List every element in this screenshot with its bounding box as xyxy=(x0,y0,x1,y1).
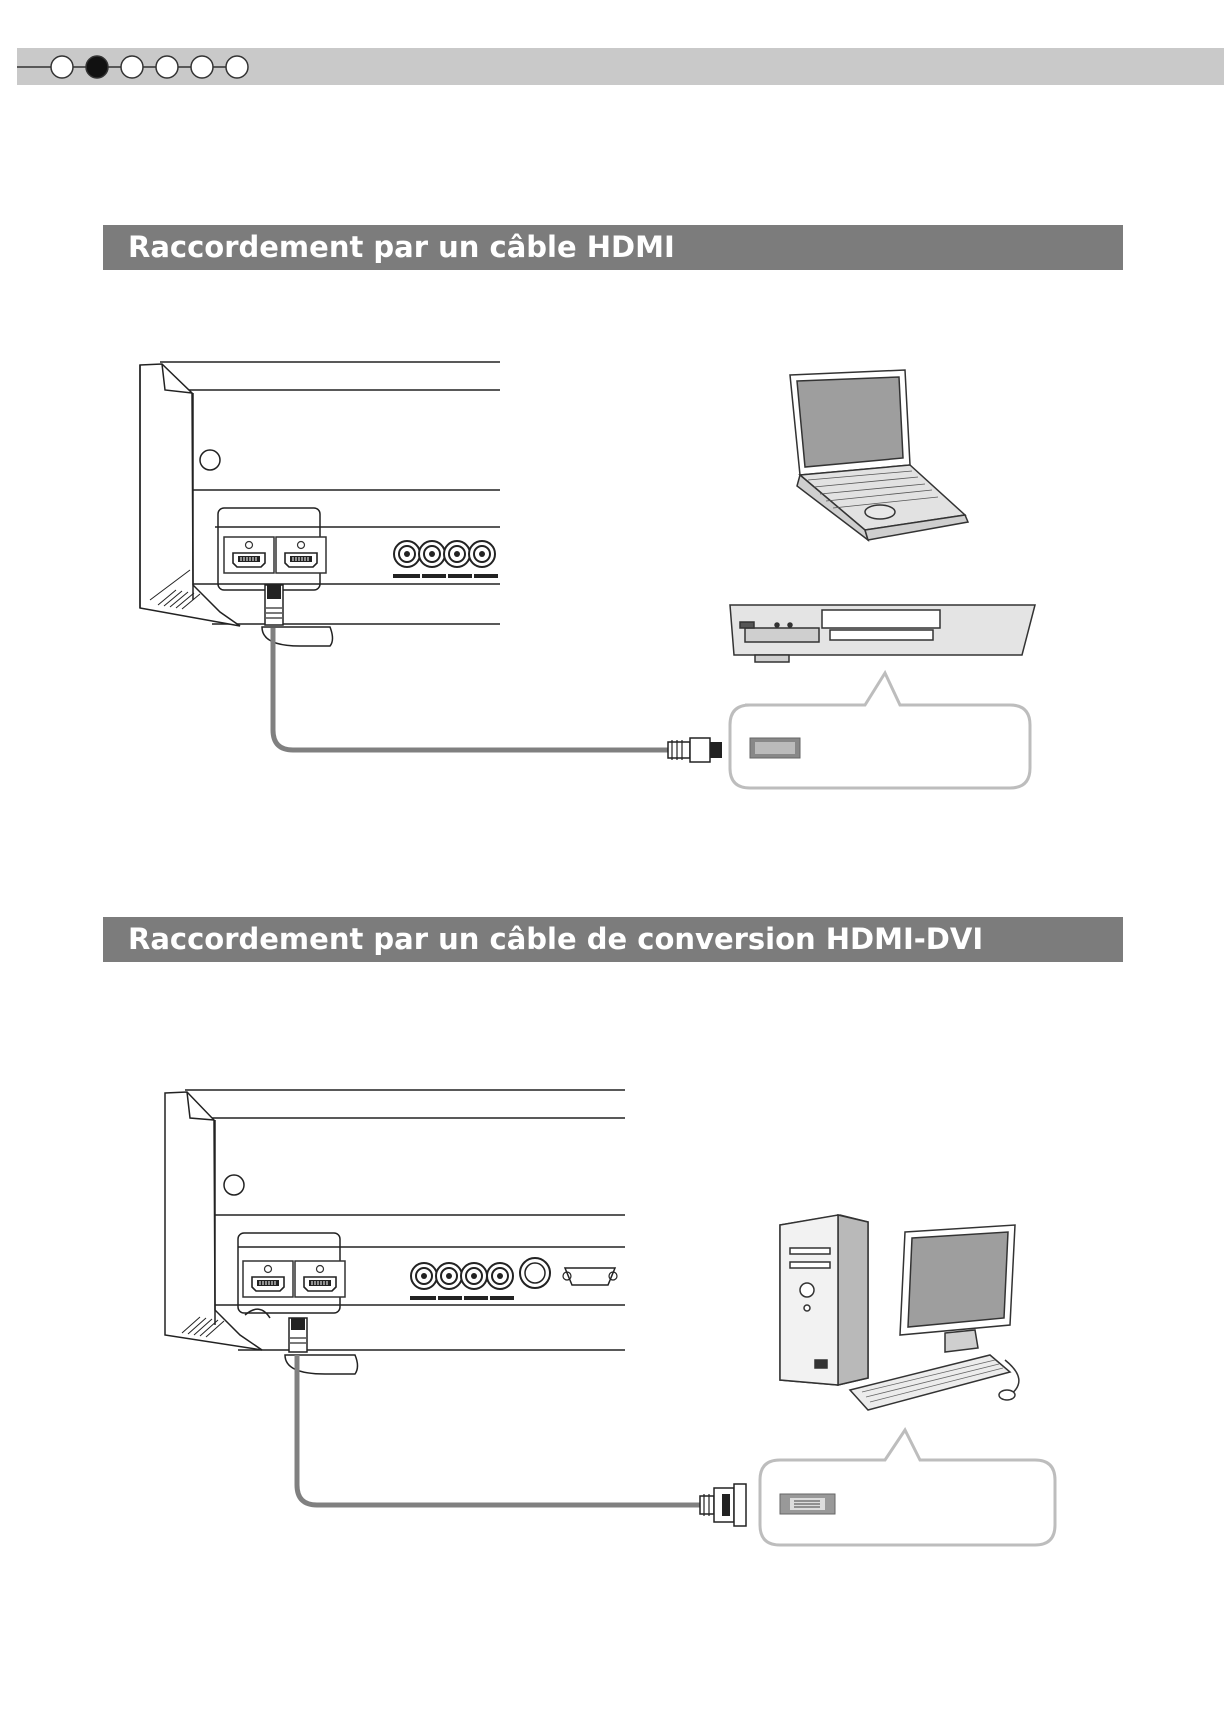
hdmi-dvi-cable-icon xyxy=(289,1318,746,1526)
hdmi-port-icon xyxy=(224,537,326,573)
hdmi-cable-icon xyxy=(265,585,722,762)
projector-rear-panel-icon xyxy=(165,1090,625,1374)
dvi-jack-callout xyxy=(760,1430,1055,1545)
progress-step-4 xyxy=(156,56,178,78)
dvd-player-icon xyxy=(730,605,1035,662)
section-title-hdmi-dvi: Raccordement par un câble de conversion … xyxy=(103,917,1123,962)
hdmi-jack-icon xyxy=(750,738,800,758)
progress-step-6 xyxy=(226,56,248,78)
progress-step-5 xyxy=(191,56,213,78)
keyboard-icon xyxy=(850,1355,1019,1410)
section-title-hdmi: Raccordement par un câble HDMI xyxy=(103,225,1123,270)
progress-step-2 xyxy=(86,56,108,78)
progress-step-3 xyxy=(121,56,143,78)
progress-indicator xyxy=(17,56,248,78)
projector-rear-panel-icon xyxy=(140,362,500,646)
rca-jacks xyxy=(393,541,498,576)
rca-jacks xyxy=(410,1258,617,1298)
desktop-computer-icon xyxy=(780,1215,868,1385)
laptop-icon xyxy=(790,370,968,540)
hdmi-port-icon xyxy=(243,1261,345,1297)
monitor-icon xyxy=(900,1225,1015,1352)
hdmi-jack-callout xyxy=(730,673,1030,788)
progress-step-1 xyxy=(51,56,73,78)
dvi-jack-icon xyxy=(780,1494,835,1514)
